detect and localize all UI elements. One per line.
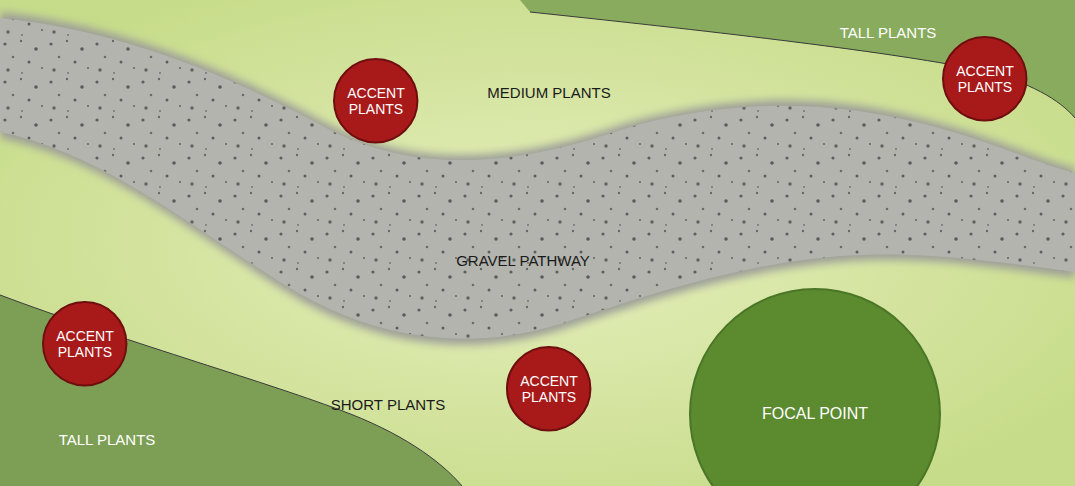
circle-fill — [507, 347, 590, 430]
gravel-pathway — [0, 18, 1075, 339]
node-label: ACCENT PLANTS — [952, 63, 1018, 95]
area-label: TALL PLANTS — [840, 24, 937, 41]
area-label: SHORT PLANTS — [331, 396, 445, 413]
focal-point-circle: FOCAL POINT — [689, 288, 941, 486]
accent-plant-circle: ACCENT PLANTS — [506, 346, 591, 431]
node-label: ACCENT PLANTS — [516, 373, 582, 405]
circle-fill — [943, 37, 1026, 120]
accent-plant-circle: ACCENT PLANTS — [942, 36, 1027, 121]
circle-fill — [690, 289, 940, 486]
circle-fill — [334, 59, 417, 142]
accent-plant-circle: ACCENT PLANTS — [42, 301, 127, 386]
circle-outline — [689, 288, 941, 486]
area-label: MEDIUM PLANTS — [487, 84, 610, 101]
circle-fill — [43, 302, 126, 385]
accent-plant-circle: ACCENT PLANTS — [333, 58, 418, 143]
node-label: ACCENT PLANTS — [343, 85, 409, 117]
area-label: GRAVEL PATHWAY — [456, 252, 590, 269]
node-label: ACCENT PLANTS — [52, 328, 118, 360]
gravel-texture — [0, 18, 1075, 339]
node-label: FOCAL POINT — [715, 405, 915, 423]
area-label: TALL PLANTS — [59, 431, 156, 448]
gravel-path-shadow — [0, 12, 1075, 345]
